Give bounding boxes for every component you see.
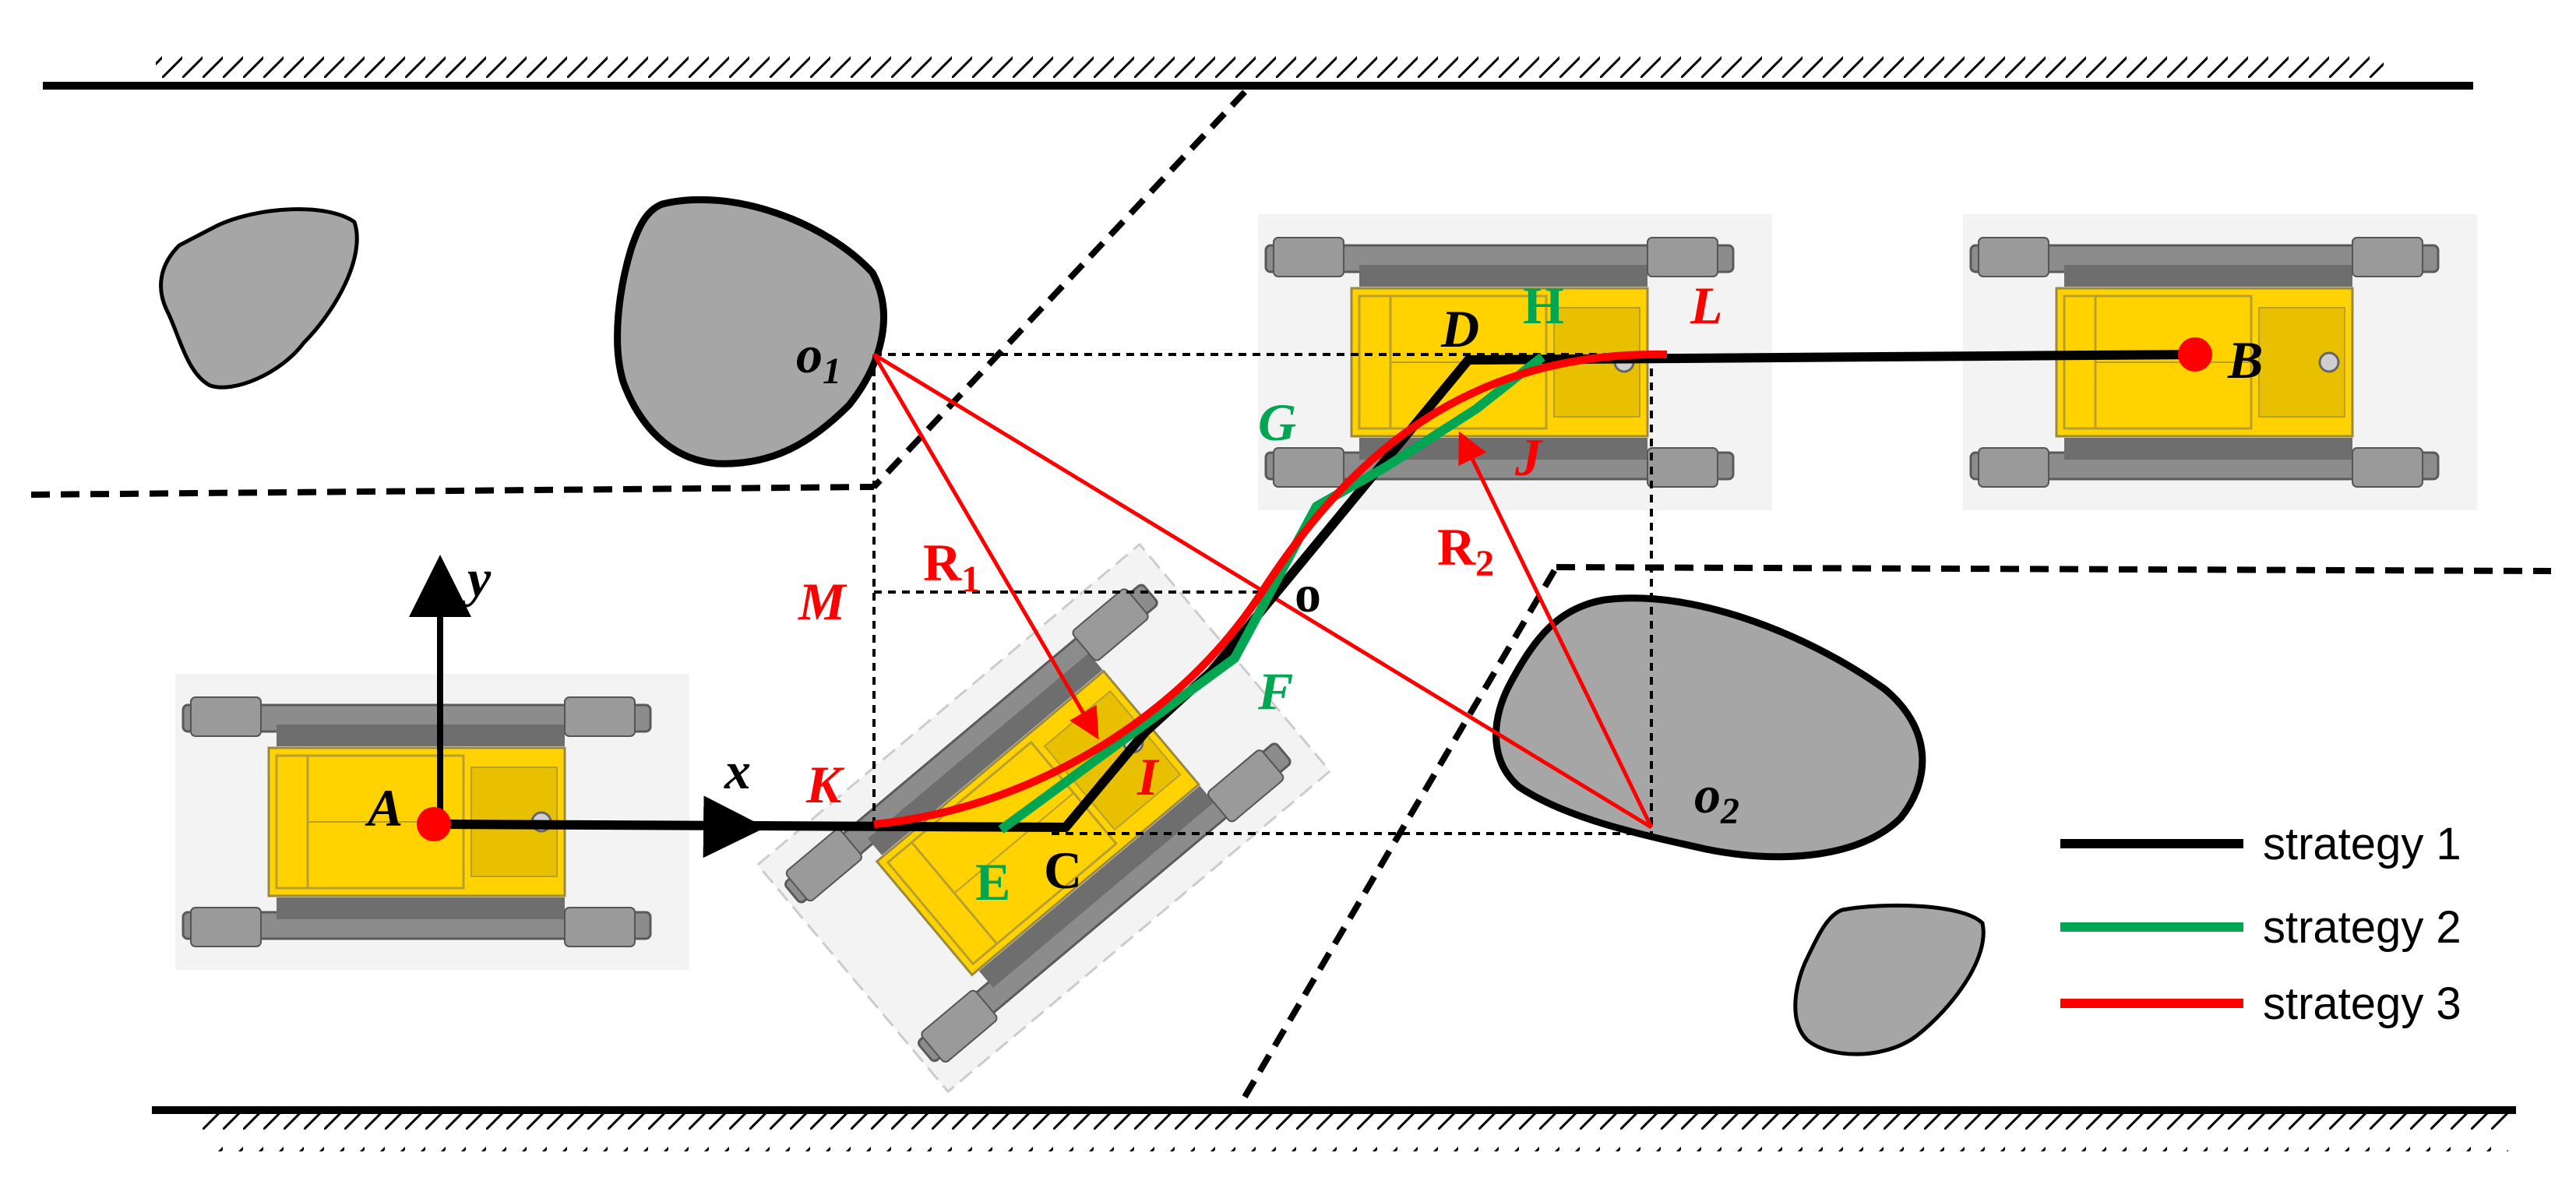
obstacles xyxy=(159,196,1986,1056)
label-l: L xyxy=(1690,276,1723,335)
path-strategy-2 xyxy=(998,353,1545,834)
legend-item-strategy-3: strategy 3 xyxy=(2060,978,2461,1029)
label-m: M xyxy=(798,572,848,631)
construction-lines xyxy=(872,353,1653,835)
label-r2: R2 xyxy=(1437,517,1494,584)
obstacle-small-right xyxy=(1793,903,1986,1056)
obstacle-o1 xyxy=(614,196,887,467)
label-o1: o1 xyxy=(796,325,841,392)
label-x: x xyxy=(724,741,751,800)
label-j: J xyxy=(1514,428,1543,487)
label-i: I xyxy=(1136,747,1160,806)
obstacle-o2 xyxy=(1492,594,1926,861)
label-o2: o2 xyxy=(1694,765,1739,832)
label-o: o xyxy=(1295,564,1321,623)
radius-r1-arrow xyxy=(872,353,1099,740)
legend-label-strategy-3: strategy 3 xyxy=(2263,978,2461,1029)
label-f: F xyxy=(1257,661,1293,721)
label-y: y xyxy=(462,548,492,608)
corridor-boundary-lines xyxy=(30,90,2552,1099)
point-b xyxy=(2178,337,2212,372)
label-k: K xyxy=(805,755,845,814)
radius-r2-arrow xyxy=(1458,431,1654,829)
label-g: G xyxy=(1258,393,1296,452)
label-a: A xyxy=(365,778,403,837)
label-c: C xyxy=(1044,841,1082,900)
path-strategy-3 xyxy=(873,350,1668,828)
point-a xyxy=(417,807,451,841)
legend-label-strategy-2: strategy 2 xyxy=(2263,902,2461,953)
bottom-wall xyxy=(152,1106,2516,1151)
label-h: H xyxy=(1523,276,1564,335)
robot-goal xyxy=(1963,214,2477,510)
legend-item-strategy-1: strategy 1 xyxy=(2060,819,2461,869)
top-wall xyxy=(43,45,2473,90)
label-r1: R1 xyxy=(923,533,980,600)
legend-item-strategy-2: strategy 2 xyxy=(2060,902,2461,953)
label-d: D xyxy=(1440,299,1479,358)
legend: strategy 1 strategy 2 strategy 3 xyxy=(2060,819,2461,1029)
label-b: B xyxy=(2227,330,2263,390)
legend-label-strategy-1: strategy 1 xyxy=(2263,819,2461,869)
obstacle-small-left xyxy=(159,207,359,390)
label-e: E xyxy=(975,852,1010,911)
